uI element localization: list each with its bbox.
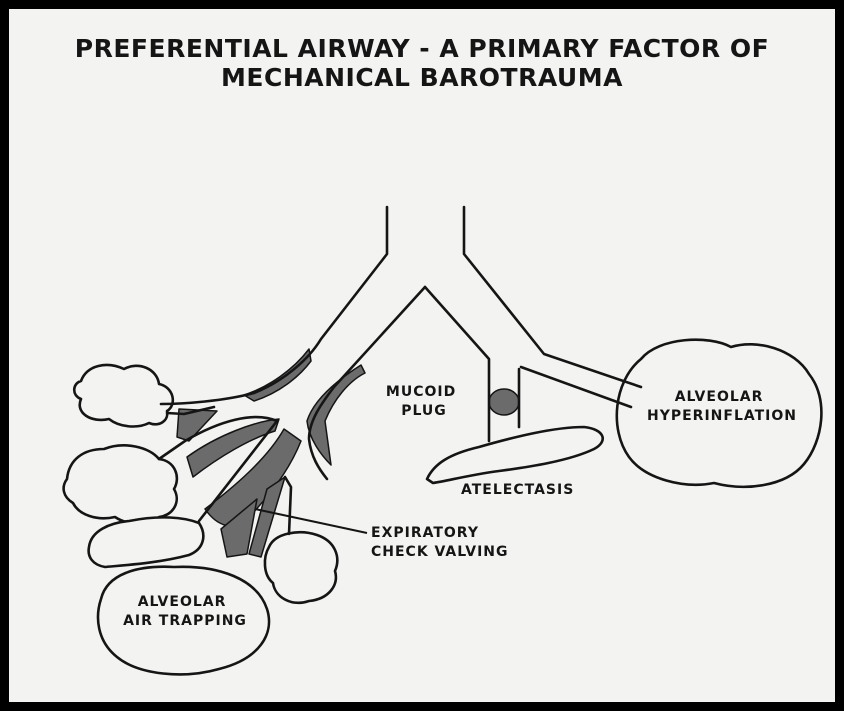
airway-diagram: MUCOID PLUG ALVEOLAR HYPERINFLATION ATEL… (9, 9, 835, 702)
atelectasis-segment (427, 427, 603, 483)
mucoid-plug (489, 389, 519, 415)
atelectasis-label: ATELECTASIS (461, 482, 574, 498)
lower-left-alveolus (89, 517, 204, 567)
lower-small-branch (285, 477, 291, 534)
right-bronchus-branch (521, 367, 631, 407)
trachea-right-wall (464, 207, 641, 387)
upper-left-alveolus (74, 365, 173, 426)
small-lower-alveolus (265, 532, 337, 602)
mucoid-plug-label: MUCOID PLUG (386, 384, 462, 419)
diagram-panel: PREFERENTIAL AIRWAY - A PRIMARY FACTOR O… (9, 9, 835, 702)
expiratory-check-valving-label: EXPIRATORY CHECK VALVING (371, 525, 509, 560)
